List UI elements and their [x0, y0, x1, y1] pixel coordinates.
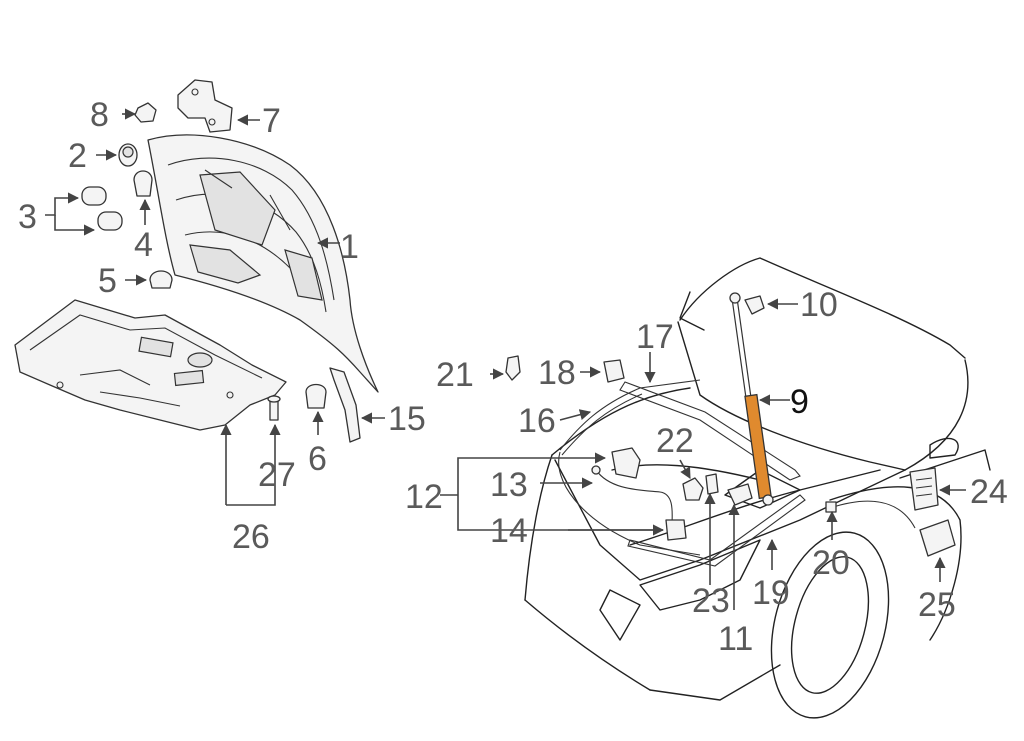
callout-2: 2 [68, 137, 87, 175]
cover-25 [919, 519, 956, 557]
callout-13: 13 [490, 466, 528, 504]
hood-hinge [177, 79, 233, 133]
clip-6 [305, 383, 327, 409]
clip-18 [603, 359, 625, 383]
callout-11: 11 [718, 620, 753, 658]
bumper-5 [149, 270, 173, 289]
callout-19: 19 [752, 574, 790, 612]
callout-27: 27 [258, 456, 296, 494]
callout-labels: 1 2 3 4 5 6 7 8 9 10 11 12 13 14 15 16 1… [18, 96, 1008, 658]
release-cable-13 [591, 465, 673, 526]
callout-7: 7 [262, 102, 281, 140]
callout-6: 6 [308, 440, 327, 478]
pin-21 [505, 355, 521, 381]
callout-26: 26 [232, 518, 270, 556]
callout-15: 15 [388, 400, 426, 438]
hood-panel [147, 134, 379, 393]
hood-prop-rod [329, 367, 361, 443]
callout-14: 14 [490, 512, 528, 550]
hood-seal-16 [558, 379, 701, 556]
latch-14 [665, 519, 687, 541]
bumper-2 [118, 143, 138, 167]
hood-latch-12 [611, 447, 641, 479]
callout-20: 20 [812, 544, 850, 582]
callout-16: 16 [518, 402, 556, 440]
callout-9: 9 [790, 383, 809, 421]
callout-23: 23 [692, 582, 730, 620]
bumpers-3 [81, 186, 123, 231]
callout-24: 24 [970, 473, 1008, 511]
bumper-4 [133, 170, 153, 197]
callout-5: 5 [98, 262, 117, 300]
leader-lines [45, 108, 966, 610]
grille-24 [909, 467, 939, 511]
callout-17: 17 [636, 318, 674, 356]
hood-insulation-pad [14, 299, 287, 431]
clip-10 [744, 295, 765, 315]
hood-lift-support-strut [729, 292, 774, 506]
striker-11 [727, 483, 753, 506]
callout-22: 22 [656, 422, 694, 460]
callout-3: 3 [18, 198, 37, 236]
callout-4: 4 [134, 226, 153, 264]
washer-hose-20 [825, 500, 916, 529]
callout-12: 12 [405, 478, 443, 516]
hinge-nut [134, 102, 157, 123]
callout-8: 8 [90, 96, 109, 134]
callout-10: 10 [800, 286, 838, 324]
bolt-27 [267, 395, 281, 421]
callout-25: 25 [918, 586, 956, 624]
cowl-seal-17 [619, 381, 801, 481]
callout-18: 18 [538, 354, 576, 392]
callout-21: 21 [436, 356, 474, 394]
bracket-23 [705, 473, 719, 495]
callout-1: 1 [340, 228, 359, 266]
nut-22 [682, 477, 704, 501]
